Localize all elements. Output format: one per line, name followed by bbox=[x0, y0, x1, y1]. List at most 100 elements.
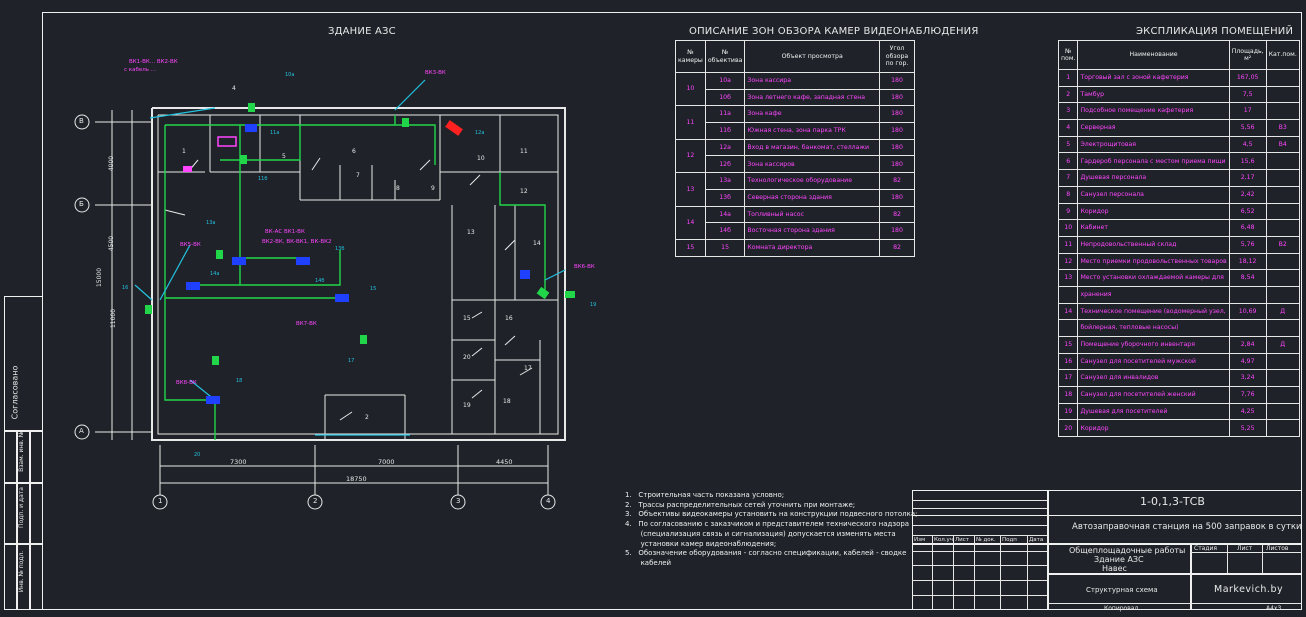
view-object: Зона кассира bbox=[744, 72, 880, 90]
cam-group: 13 bbox=[675, 172, 706, 207]
org-name: Markevich.by bbox=[1214, 584, 1284, 595]
view-object: Восточная сторона здания bbox=[744, 222, 880, 240]
room-name: Санузел для инвалидов bbox=[1077, 369, 1230, 388]
room-no: 13 bbox=[1057, 269, 1079, 287]
room-category: В2 bbox=[1265, 235, 1300, 254]
room-number: 5 bbox=[282, 153, 286, 160]
camera-mark: 18 bbox=[236, 378, 243, 384]
header-angle: Угол обзора по гор. bbox=[879, 40, 915, 73]
grid-col-2: 2 bbox=[313, 497, 318, 505]
copied-label: Копировал bbox=[1104, 605, 1139, 612]
camera-mark: 10а bbox=[285, 72, 295, 78]
header-room-name: Наименование bbox=[1077, 40, 1230, 70]
notes: 1. Строительная часть показана условно;2… bbox=[625, 491, 918, 569]
view-angle: 180 bbox=[879, 105, 915, 124]
room-category bbox=[1265, 69, 1300, 87]
grid-row-a: А bbox=[79, 427, 84, 435]
room-category: В3 bbox=[1265, 119, 1300, 137]
camera-mark: 15 bbox=[370, 286, 377, 292]
view-angle: 180 bbox=[879, 155, 915, 174]
header-category: Кат.пом. bbox=[1265, 40, 1300, 70]
plan-title: ЗДАНИЕ АЗС bbox=[328, 26, 396, 37]
room-no: 3 bbox=[1057, 102, 1079, 121]
room-area: 5,76 bbox=[1228, 235, 1267, 254]
room-no bbox=[1057, 285, 1079, 304]
grid-row-b: Б bbox=[79, 200, 84, 208]
header-lens-no: № объектива bbox=[704, 40, 746, 73]
cam-group: 10 bbox=[675, 71, 706, 107]
room-category: Д bbox=[1265, 302, 1300, 321]
cable-label-vk5: ВК5-ВК bbox=[180, 242, 201, 248]
room-number: 10 bbox=[477, 155, 485, 162]
dim-left-1: 4000 bbox=[108, 155, 116, 172]
cable-label-top: ВК1-ВК... ВК2-ВК bbox=[129, 59, 178, 65]
room-category bbox=[1265, 152, 1300, 171]
room-number: 19 bbox=[463, 402, 471, 409]
view-object: Вход в магазин, банкомат, стеллажи bbox=[744, 138, 880, 157]
room-number: 2 bbox=[365, 414, 369, 421]
room-number: 6 bbox=[352, 148, 356, 155]
cable-label-vk3: ВК3-ВК bbox=[425, 70, 446, 76]
room-number: 18 bbox=[503, 398, 511, 405]
agreed-label: Согласовано bbox=[10, 365, 20, 420]
lens-no: 14б bbox=[704, 222, 746, 240]
lens-no: 13а bbox=[704, 172, 746, 190]
room-area: 2,42 bbox=[1228, 185, 1267, 204]
lens-no: 12а bbox=[704, 138, 746, 157]
room-no: 16 bbox=[1057, 352, 1079, 371]
col-podp: Подп bbox=[1002, 537, 1017, 543]
room-category bbox=[1265, 85, 1300, 104]
cable-label-mid2: ВК2-ВК, ВК-ВК1, ВК-ВК2 bbox=[262, 239, 332, 245]
cam-group: 14 bbox=[675, 205, 706, 240]
camera-mark: 17 bbox=[348, 358, 355, 364]
room-area: 167,05 bbox=[1228, 69, 1267, 87]
stage-col: Стадия bbox=[1194, 545, 1218, 552]
room-number: 13 bbox=[467, 229, 475, 236]
camera-mark: 13а bbox=[206, 220, 216, 226]
note-line: (специализация связь и сигнализация) доп… bbox=[625, 529, 896, 538]
view-object: Зона кафе bbox=[744, 105, 880, 124]
room-category bbox=[1265, 319, 1300, 337]
room-name: Коридор bbox=[1077, 419, 1230, 438]
view-object: Южная стена, зона парка ТРК bbox=[744, 122, 880, 140]
room-no: 10 bbox=[1057, 219, 1079, 237]
grid-row-v: В bbox=[79, 117, 84, 125]
room-name: бойлерная, тепловые насосы) bbox=[1077, 319, 1230, 337]
room-no bbox=[1057, 319, 1079, 337]
view-object: Комната директора bbox=[744, 238, 880, 257]
doc-code: 1-0,1,3-ТСВ bbox=[1140, 495, 1205, 508]
room-area: 6,52 bbox=[1228, 202, 1267, 221]
room-number: 11 bbox=[520, 148, 528, 155]
lens-no: 12б bbox=[704, 155, 746, 174]
view-angle: 180 bbox=[879, 188, 915, 207]
note-line: 3. Объективы видеокамеры установить на к… bbox=[625, 510, 918, 519]
dim-left-2: 4500 bbox=[108, 235, 116, 252]
cam-group: 11 bbox=[675, 105, 706, 140]
view-object: Топливный насос bbox=[744, 205, 880, 224]
note-line: 5. Обозначение оборудования - согласно с… bbox=[625, 549, 907, 558]
room-area: 7,76 bbox=[1228, 386, 1267, 404]
room-no: 2 bbox=[1057, 85, 1079, 104]
view-angle: 180 bbox=[879, 88, 915, 107]
room-area: 15,6 bbox=[1228, 152, 1267, 171]
room-no: 11 bbox=[1057, 235, 1079, 254]
room-area: 4,25 bbox=[1228, 402, 1267, 421]
room-name: Техническое помещение (водомерный узел, bbox=[1077, 302, 1230, 321]
room-area: 4,97 bbox=[1228, 352, 1267, 371]
room-no: 1 bbox=[1057, 69, 1079, 87]
view-angle: 82 bbox=[879, 205, 915, 224]
camera-mark: 16 bbox=[122, 285, 129, 291]
room-category bbox=[1265, 102, 1300, 121]
room-no: 12 bbox=[1057, 252, 1079, 271]
